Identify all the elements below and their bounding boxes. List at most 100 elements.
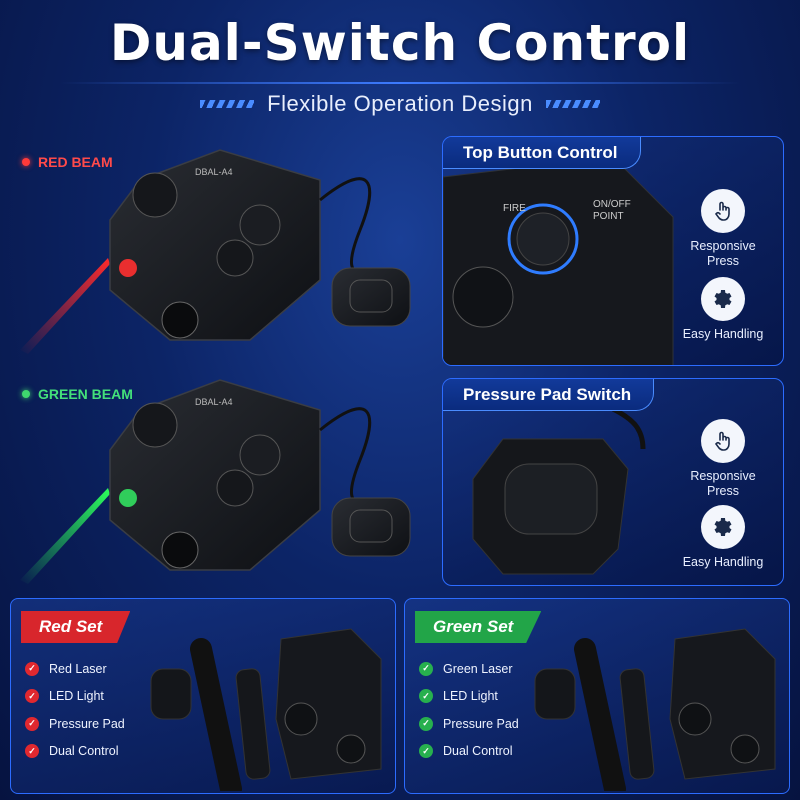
green-set-panel: Green Set ✓ Green Laser ✓ LED Light ✓ Press… bbox=[404, 598, 790, 794]
check-icon: ✓ bbox=[419, 689, 433, 704]
set-tail-switch bbox=[619, 668, 655, 780]
red-set-title: Red Set bbox=[21, 611, 131, 643]
pressure-pad-panel: Pressure Pad Switch Responsive Press Eas… bbox=[442, 378, 784, 586]
red-set-panel: Red Set ✓ Red Laser ✓ LED Light ✓ Pressure … bbox=[10, 598, 396, 794]
gear-icon bbox=[701, 277, 745, 321]
press-hand-icon bbox=[701, 189, 745, 233]
press-hand-icon bbox=[701, 419, 745, 463]
pressure-pad-button bbox=[349, 279, 393, 313]
pressure-pad-panel-title: Pressure Pad Switch bbox=[443, 379, 655, 411]
set-lens bbox=[730, 734, 760, 764]
subtitle-bar: Flexible Operation Design bbox=[190, 88, 610, 120]
check-icon: ✓ bbox=[419, 661, 433, 676]
model-marking: DBAL-A4 bbox=[195, 397, 233, 407]
green-dot-icon bbox=[22, 390, 30, 398]
list-item-label: Dual Control bbox=[443, 744, 513, 759]
red-laser-beam bbox=[20, 258, 110, 354]
green-set-list: ✓ Green Laser ✓ LED Light ✓ Pressure Pad ✓ D… bbox=[419, 655, 519, 765]
feature-easy-handling: Easy Handling bbox=[673, 277, 773, 342]
pressure-pad bbox=[331, 267, 411, 327]
check-icon: ✓ bbox=[25, 689, 39, 704]
set-knob bbox=[678, 702, 712, 736]
check-icon: ✓ bbox=[419, 744, 433, 759]
check-icon: ✓ bbox=[25, 661, 39, 676]
list-item: ✓ LED Light bbox=[25, 683, 125, 711]
point-marking: POINT bbox=[593, 211, 624, 222]
list-item-label: LED Light bbox=[49, 689, 104, 704]
check-icon: ✓ bbox=[25, 716, 39, 731]
list-item: ✓ Dual Control bbox=[419, 738, 519, 766]
list-item: ✓ Red Laser bbox=[25, 655, 125, 683]
laser-aperture bbox=[119, 259, 137, 277]
red-beam-text: RED BEAM bbox=[38, 154, 113, 170]
red-laser-device-image: DBAL-A4 bbox=[20, 149, 411, 354]
stripe-decoration-right bbox=[546, 100, 600, 108]
set-tail-switch bbox=[235, 668, 271, 780]
pressure-pad-button bbox=[349, 509, 393, 543]
feature-label: Responsive Press bbox=[690, 239, 756, 268]
top-button-panel-title: Top Button Control bbox=[443, 137, 641, 169]
list-item-label: Green Laser bbox=[443, 661, 513, 676]
highlight-ring bbox=[507, 203, 579, 275]
laser-aperture bbox=[119, 489, 137, 507]
feature-responsive-press: Responsive Press bbox=[673, 189, 773, 269]
feature-responsive-press: Responsive Press bbox=[673, 419, 773, 499]
feature-label: Easy Handling bbox=[682, 555, 764, 569]
set-flashlight bbox=[190, 638, 242, 791]
pressure-pad-cable-closeup bbox=[611, 406, 646, 450]
set-laser-unit bbox=[669, 628, 776, 780]
list-item-label: Pressure Pad bbox=[443, 716, 519, 731]
set-pressure-pad bbox=[534, 668, 576, 720]
top-button-panel: ON/OFF POINT FIRE Top Button Control Res… bbox=[442, 136, 784, 366]
check-icon: ✓ bbox=[25, 744, 39, 759]
set-flashlight bbox=[574, 638, 626, 791]
list-item: ✓ Pressure Pad bbox=[419, 710, 519, 738]
rotary-knob-2 bbox=[216, 469, 254, 507]
list-item: ✓ Pressure Pad bbox=[25, 710, 125, 738]
green-beam-label: GREEN BEAM bbox=[22, 386, 133, 402]
list-item-label: Pressure Pad bbox=[49, 716, 125, 731]
device-closeup-body bbox=[443, 156, 674, 365]
top-button bbox=[239, 204, 281, 246]
pressure-pad-button-closeup bbox=[504, 463, 598, 535]
rotary-knob-closeup bbox=[452, 266, 514, 328]
list-item: ✓ LED Light bbox=[419, 683, 519, 711]
page-title: Dual-Switch Control bbox=[109, 14, 691, 72]
list-item-label: LED Light bbox=[443, 689, 498, 704]
page-subtitle: Flexible Operation Design bbox=[267, 91, 533, 116]
green-laser-device-image: DBAL-A4 bbox=[20, 379, 411, 584]
check-icon: ✓ bbox=[419, 716, 433, 731]
pressure-pad-closeup-image bbox=[472, 406, 646, 575]
set-laser-unit bbox=[275, 628, 382, 780]
stripe-decoration-left bbox=[200, 100, 254, 108]
green-laser-beam bbox=[20, 488, 110, 584]
set-pressure-pad bbox=[150, 668, 192, 720]
red-set-list: ✓ Red Laser ✓ LED Light ✓ Pressure Pad ✓ Dua… bbox=[25, 655, 125, 765]
pressure-pad-cable bbox=[319, 177, 372, 282]
set-knob bbox=[284, 702, 318, 736]
pressure-pad-cable bbox=[319, 407, 372, 512]
feature-label: Easy Handling bbox=[682, 327, 764, 341]
top-button bbox=[239, 434, 281, 476]
list-item-label: Dual Control bbox=[49, 744, 119, 759]
set-lens bbox=[336, 734, 366, 764]
fire-marking: FIRE bbox=[503, 203, 526, 214]
list-item: ✓ Green Laser bbox=[419, 655, 519, 683]
led-lens bbox=[161, 301, 199, 339]
pressure-pad bbox=[331, 497, 411, 557]
green-set-title: Green Set bbox=[415, 611, 542, 643]
red-beam-label: RED BEAM bbox=[22, 154, 113, 170]
rotary-knob bbox=[132, 402, 178, 448]
red-dot-icon bbox=[22, 158, 30, 166]
green-set-product-image bbox=[534, 628, 776, 791]
list-item-label: Red Laser bbox=[49, 661, 107, 676]
top-button-closeup-image: ON/OFF POINT FIRE bbox=[443, 156, 674, 365]
rotary-knob-2 bbox=[216, 239, 254, 277]
top-button-closeup bbox=[516, 212, 570, 266]
rotary-knob bbox=[132, 172, 178, 218]
led-lens bbox=[161, 531, 199, 569]
feature-label: Responsive Press bbox=[690, 469, 756, 498]
model-marking: DBAL-A4 bbox=[195, 167, 233, 177]
on-off-marking: ON/OFF bbox=[593, 199, 631, 210]
list-item: ✓ Dual Control bbox=[25, 738, 125, 766]
